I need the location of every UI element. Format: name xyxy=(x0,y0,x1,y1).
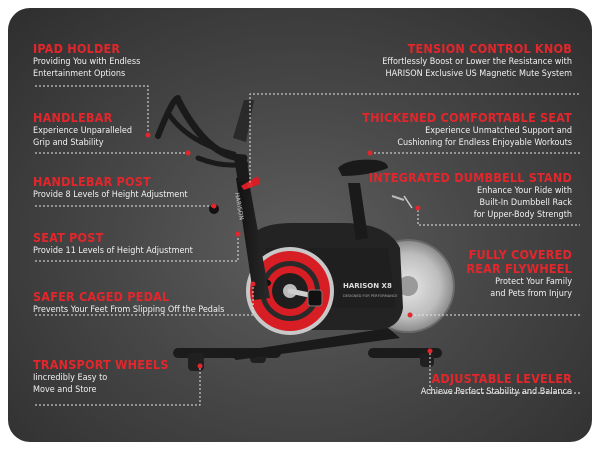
feature-title: ADJUSTABLE LEVELER xyxy=(431,371,572,386)
feature-desc-line: Built-In Dumbbell Rack xyxy=(479,198,573,208)
feature-desc-line: Prevents Your Feet From Slipping Off the… xyxy=(33,305,225,315)
brand-post-text: HARISON xyxy=(233,192,245,220)
feature-desc-line: Enhance Your Ride with xyxy=(477,186,572,196)
product-infographic: HARISON HARISON X8 DESIGNED FOR PERFORMA… xyxy=(8,8,592,442)
feature-title: HANDLEBAR POST xyxy=(33,174,151,189)
feature-safer-caged-pedal: SAFER CAGED PEDAL Prevents Your Feet Fro… xyxy=(33,290,224,316)
feature-title: TENSION CONTROL KNOB xyxy=(407,41,572,56)
feature-desc-line: Entertainment Options xyxy=(33,69,126,79)
feature-integrated-dumbbell-stand: INTEGRATED DUMBBELL STAND Enhance Your R… xyxy=(369,171,572,221)
feature-fully-covered-rear-flywheel: FULLY COVERED REAR FLYWHEEL Protect Your… xyxy=(466,248,572,300)
brand-body-text: HARISON X8 xyxy=(343,282,392,290)
feature-desc-line: for Upper-Body Strength xyxy=(473,210,572,220)
feature-seat-post: SEAT POST Provide 11 Levels of Height Ad… xyxy=(33,231,193,257)
exercise-bike-illustration: HARISON HARISON X8 DESIGNED FOR PERFORMA… xyxy=(155,95,455,371)
brand-sub-text: DESIGNED FOR PERFORMANCE xyxy=(343,294,397,298)
feature-desc-line: Protect Your Family xyxy=(495,277,572,287)
feature-title: HANDLEBAR xyxy=(33,110,113,125)
feature-title-line: FULLY COVERED xyxy=(468,247,572,262)
feature-desc-line: HARISON Exclusive US Magnetic Mute Syste… xyxy=(385,69,572,79)
feature-desc-line: Experience Unmatched Support and xyxy=(425,126,572,136)
feature-desc-line: Iincredibly Easy to xyxy=(33,373,108,383)
feature-title: SEAT POST xyxy=(33,230,104,245)
feature-title: SAFER CAGED PEDAL xyxy=(33,289,170,304)
feature-tension-control-knob: TENSION CONTROL KNOB Effortlessly Boost … xyxy=(382,42,572,80)
feature-desc-line: Provide 8 Levels of Height Adjustment xyxy=(33,190,188,200)
feature-desc-line: Experience Unparalleled xyxy=(33,126,133,136)
feature-desc-line: Provide 11 Levels of Height Adjustment xyxy=(33,246,193,256)
feature-title-line: REAR FLYWHEEL xyxy=(466,261,572,276)
callout-lines xyxy=(35,85,580,406)
feature-desc-line: and Pets from Injury xyxy=(490,289,572,299)
feature-desc-line: Effortlessly Boost or Lower the Resistan… xyxy=(382,57,572,67)
feature-desc-line: Cushioning for Endless Enjoyable Workout… xyxy=(397,138,572,148)
feature-transport-wheels: TRANSPORT WHEELS Iincredibly Easy to Move… xyxy=(33,358,169,396)
feature-title: INTEGRATED DUMBBELL STAND xyxy=(368,170,572,185)
feature-title: TRANSPORT WHEELS xyxy=(33,357,169,372)
feature-thickened-comfortable-seat: THICKENED COMFORTABLE SEAT Experience Un… xyxy=(362,111,572,149)
feature-adjustable-leveler: ADJUSTABLE LEVELER Achieve Perfect Stabi… xyxy=(421,372,572,398)
feature-title: THICKENED COMFORTABLE SEAT xyxy=(362,110,572,125)
feature-handlebar-post: HANDLEBAR POST Provide 8 Levels of Heigh… xyxy=(33,175,188,201)
feature-desc-line: Move and Store xyxy=(33,385,97,395)
feature-desc-line: Grip and Stability xyxy=(33,138,104,148)
feature-title: IPAD HOLDER xyxy=(33,41,121,56)
feature-desc-line: Providing You with Endless xyxy=(33,57,141,67)
feature-desc-line: Achieve Perfect Stability and Balance xyxy=(420,387,572,397)
